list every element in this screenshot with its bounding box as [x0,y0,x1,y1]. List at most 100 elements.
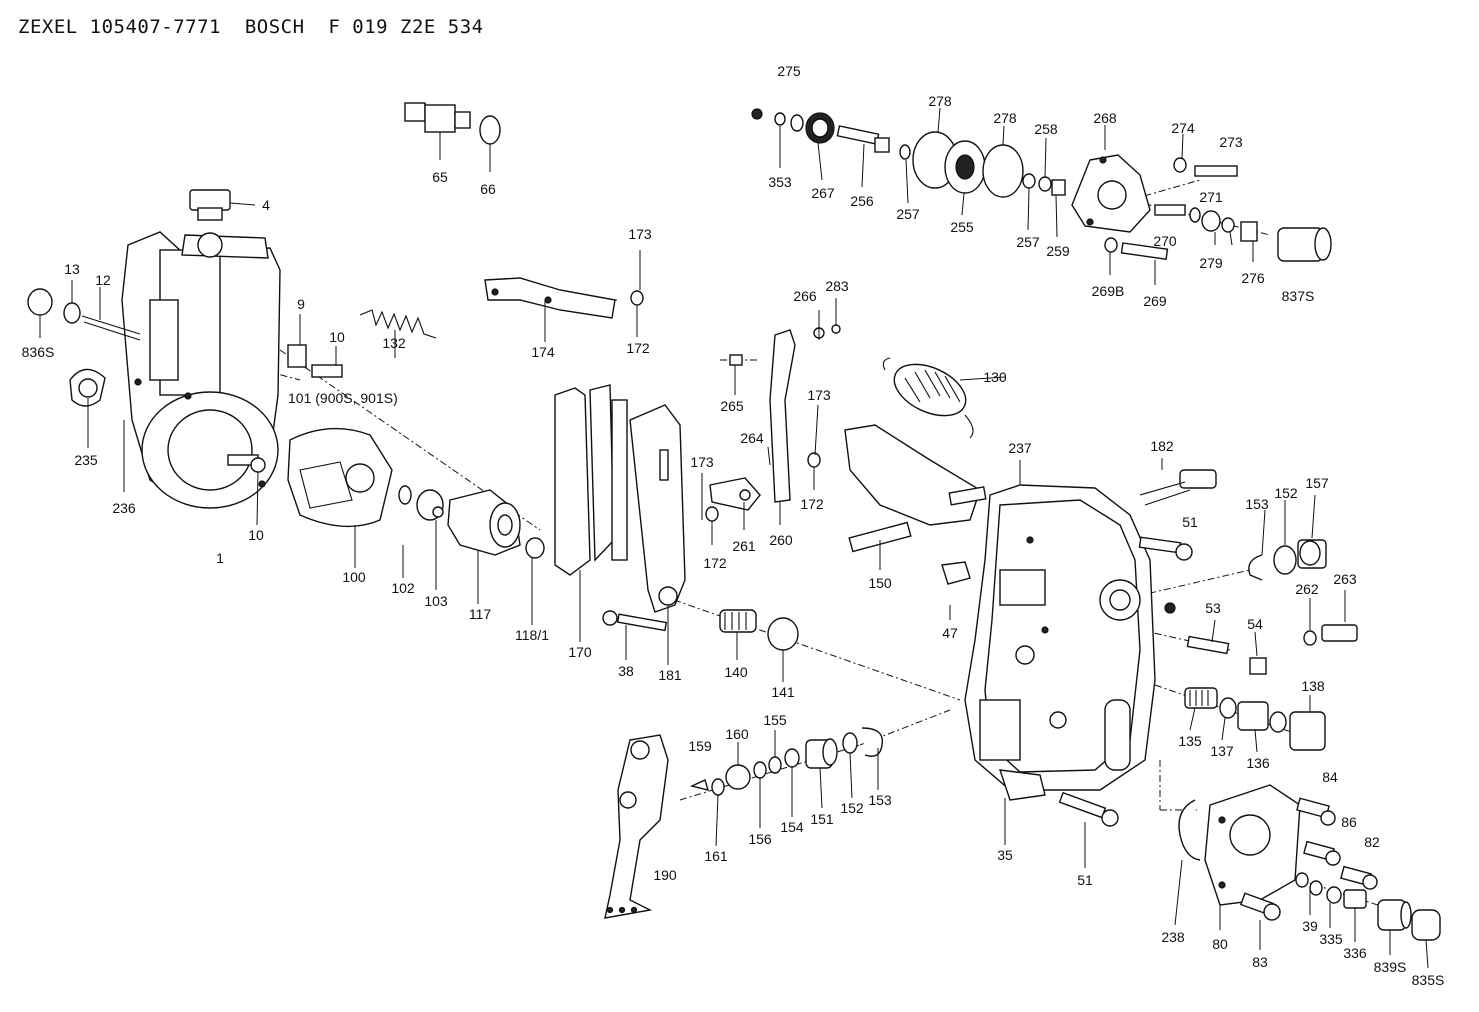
label-100: 100 [342,569,366,585]
label-278b: 278 [993,110,1017,126]
washer-39 [1295,872,1309,888]
label-137: 137 [1210,743,1234,759]
label-151: 151 [810,811,834,827]
washer-335 [1309,880,1323,896]
label-335: 335 [1319,931,1343,947]
washer-39b [1326,886,1342,904]
nut-353 [751,108,763,120]
washer-156 [753,761,767,779]
nut-54 [1249,657,1267,675]
link-261 [709,477,761,511]
label-269b: 269B [1092,283,1125,299]
label-264: 264 [740,430,764,446]
label-336: 336 [1343,945,1367,961]
label-267: 267 [811,185,835,201]
washer-102 [398,485,412,505]
label-51a: 51 [1182,514,1198,530]
plug-47 [941,561,971,585]
label-835s: 835S [1412,972,1445,988]
label-270: 270 [1153,233,1177,249]
spring-267 [805,112,835,144]
label-84: 84 [1322,769,1338,785]
label-262: 262 [1295,581,1319,597]
label-261: 261 [732,538,756,554]
washer-258 [1038,176,1052,192]
ring-141 [767,617,799,651]
label-65: 65 [432,169,448,185]
lever-190 [604,734,669,919]
nut-271 [1201,210,1221,232]
lever-150 [844,424,987,553]
washer-279 [1221,217,1235,233]
label-181: 181 [658,667,682,683]
lever-170 [554,384,628,576]
screw-51a [1138,536,1193,561]
nut-283 [831,324,841,334]
label-103: 103 [424,593,448,609]
fitting-263 [1321,624,1358,642]
washer-257 [899,144,911,160]
label-140: 140 [724,664,748,680]
washer-257b [1022,173,1036,189]
lever-260 [729,329,796,503]
label-174: 174 [531,344,555,360]
label-266: 266 [793,288,817,304]
label-276: 276 [1241,270,1265,286]
o-ring-278b [982,144,1024,198]
bracket-35 [998,769,1046,801]
shaft-256 [836,125,890,153]
label-238: 238 [1161,929,1185,945]
gasket-238 [1178,799,1201,861]
cap-276 [1240,221,1258,242]
label-260: 260 [769,532,793,548]
label-160: 160 [725,726,749,742]
cap-837s [1277,227,1332,262]
washer-155 [768,756,782,774]
label-154: 154 [780,819,804,835]
label-102: 102 [391,580,415,596]
bushing-151 [805,738,838,769]
label-836s: 836S [22,344,55,360]
label-10a: 10 [329,329,345,345]
label-38: 38 [618,663,634,679]
cap-836s [27,288,53,316]
nut-54a [1164,602,1176,614]
label-53: 53 [1205,600,1221,616]
governor-housing-1 [121,231,281,509]
washer-161 [711,778,725,796]
washer-172a [630,290,644,306]
label-157: 157 [1305,475,1329,491]
label-283: 283 [825,278,849,294]
screw-83 [1239,892,1281,921]
label-190: 190 [653,867,677,883]
label-153a: 153 [1245,496,1269,512]
label-152a: 152 [1274,485,1298,501]
label-258: 258 [1034,121,1058,137]
label-279: 279 [1199,255,1223,271]
label-273: 273 [1219,134,1243,150]
pin-159 [689,779,710,791]
label-173b: 173 [807,387,831,403]
cover-268 [1071,154,1151,233]
spring-140 [719,609,757,633]
fitting-336 [1343,889,1367,909]
label-130: 130 [983,369,1007,385]
governor-cover-237 [964,484,1156,791]
label-257b: 257 [1016,234,1040,250]
label-141: 141 [771,684,795,700]
label-80: 80 [1212,936,1228,952]
label-235: 235 [74,452,98,468]
washer-353 [774,112,786,126]
label-172b: 172 [800,496,824,512]
label-13: 13 [64,261,80,277]
label-54: 54 [1247,616,1263,632]
label-101: 101 (900S, 901S) [288,390,398,406]
label-47: 47 [942,625,958,641]
cover-80 [1204,784,1301,906]
ring-153 [861,727,884,757]
label-269: 269 [1143,293,1167,309]
cap-839s [1377,899,1412,931]
label-173c: 173 [690,454,714,470]
label-135: 135 [1178,733,1202,749]
label-274: 274 [1171,120,1195,136]
